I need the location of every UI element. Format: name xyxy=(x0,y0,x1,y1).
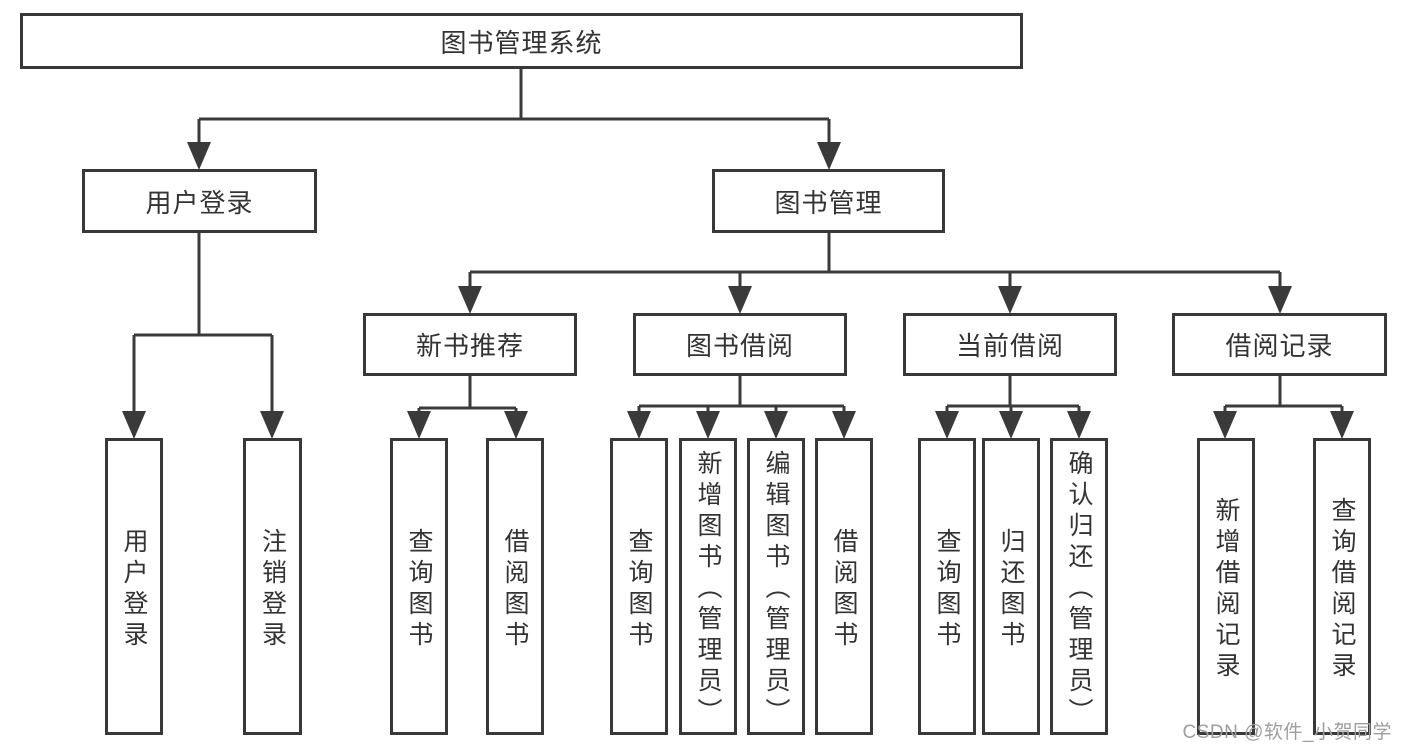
leaf-br-add-record: 新增借阅记录 xyxy=(1197,438,1255,735)
leaf-cb-confirm-return-admin: 确认归还（管理员） xyxy=(1050,438,1108,735)
leaf-cb-query-book: 查询图书 xyxy=(918,438,976,735)
leaf-cb-return-book-label: 归还图书 xyxy=(997,527,1025,652)
node-borrow-records: 借阅记录 xyxy=(1172,313,1387,376)
leaf-bb-add-book-admin-label: 新增图书（管理员） xyxy=(694,450,722,729)
leaf-user-login-label: 用户登录 xyxy=(120,527,148,652)
node-user-login: 用户登录 xyxy=(82,169,317,233)
leaf-br-add-record-label: 新增借阅记录 xyxy=(1212,496,1240,683)
leaf-bb-query-book: 查询图书 xyxy=(610,438,668,735)
node-current-borrow: 当前借阅 xyxy=(903,313,1117,376)
leaf-logout: 注销登录 xyxy=(243,438,302,735)
node-book-borrow: 图书借阅 xyxy=(633,313,847,376)
node-book-management: 图书管理 xyxy=(712,169,945,233)
leaf-cb-query-book-label: 查询图书 xyxy=(933,527,961,652)
leaf-nb-borrow-book: 借阅图书 xyxy=(486,438,544,735)
leaf-nb-query-book: 查询图书 xyxy=(390,438,448,735)
leaf-bb-query-book-label: 查询图书 xyxy=(625,527,653,652)
node-library-system: 图书管理系统 xyxy=(20,13,1023,69)
leaf-logout-label: 注销登录 xyxy=(258,527,287,652)
leaf-nb-query-book-label: 查询图书 xyxy=(405,527,433,652)
leaf-br-query-record-label: 查询借阅记录 xyxy=(1328,496,1356,683)
node-new-book-recommend: 新书推荐 xyxy=(363,313,577,376)
leaf-br-query-record: 查询借阅记录 xyxy=(1313,438,1371,735)
leaf-cb-return-book: 归还图书 xyxy=(982,438,1040,735)
leaf-bb-add-book-admin: 新增图书（管理员） xyxy=(679,438,737,735)
leaf-cb-confirm-return-admin-label: 确认归还（管理员） xyxy=(1065,450,1093,729)
leaf-bb-edit-book-admin-label: 编辑图书（管理员） xyxy=(762,450,790,729)
leaf-nb-borrow-book-label: 借阅图书 xyxy=(501,527,529,652)
leaf-user-login: 用户登录 xyxy=(105,438,163,735)
leaf-bb-edit-book-admin: 编辑图书（管理员） xyxy=(747,438,805,735)
leaf-bb-borrow-book: 借阅图书 xyxy=(815,438,873,735)
leaf-bb-borrow-book-label: 借阅图书 xyxy=(830,527,858,652)
